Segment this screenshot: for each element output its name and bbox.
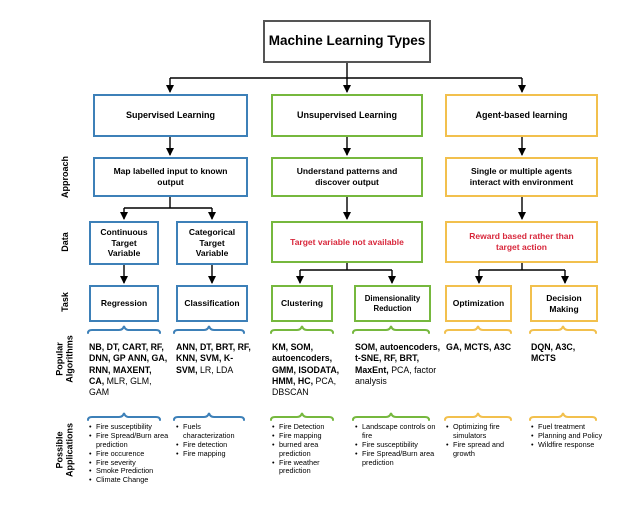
data-continuous-text: Continuous Target Variable — [100, 227, 148, 259]
approach-agent-text: Single or multiple agents interact with … — [469, 166, 574, 187]
algorithms-clustering: KM, SOM, autoencoders, GMM, ISODATA, HMM… — [272, 342, 348, 398]
applications-classification: Fuels characterization Fire detection Fi… — [176, 422, 252, 459]
applications-clustering: Fire Detection Fire mapping burned area … — [272, 422, 346, 477]
title-box: Machine Learning Types — [263, 20, 431, 63]
list-item: Fire occurence — [89, 449, 171, 459]
list-item: Fire severity — [89, 458, 171, 468]
algorithms-dimensionality-bold: SOM, autoencoders, t-SNE, RF, BRT, MaxEn… — [355, 342, 441, 375]
algorithms-classification: ANN, DT, BRT, RF, KNN, SVM, K-SVM, LR, L… — [176, 342, 254, 376]
applications-dimensionality: Landscape controls on fire Fire suscepti… — [355, 422, 437, 468]
unsupervised-learning-label: Unsupervised Learning — [296, 109, 398, 120]
task-optimization-box: Optimization — [445, 285, 512, 322]
list-item: Fire Spread/Burn area prediction — [355, 449, 437, 468]
algorithms-classification-normal: LR, LDA — [199, 364, 234, 375]
agent-based-learning-label: Agent-based learning — [475, 109, 568, 120]
list-item: Fire weather prediction — [272, 458, 346, 477]
task-optimization-text: Optimization — [452, 298, 505, 309]
page-title: Machine Learning Types — [268, 33, 426, 49]
brace-optimization-applications — [444, 412, 512, 421]
brace-classification-algorithms — [173, 325, 245, 334]
algorithms-optimization-text: GA, MCTS, A3C — [446, 342, 512, 352]
connector-unsupervised-split — [300, 263, 392, 271]
algorithms-clustering-bold: KM, SOM, autoencoders, GMM, ISODATA, HMM… — [272, 342, 340, 386]
algorithms-regression-normal: MLR, GLM, GAM — [89, 375, 152, 397]
task-regression-box: Regression — [89, 285, 159, 322]
list-item: Fuels characterization — [176, 422, 252, 441]
list-item: Landscape controls on fire — [355, 422, 437, 441]
approach-supervised-box: Map labelled input to known output — [93, 157, 248, 197]
task-regression-text: Regression — [100, 298, 148, 309]
list-item: Fire Detection — [272, 422, 346, 432]
brace-clustering-applications — [270, 412, 334, 421]
applications-optimization: Optimizing fire simulators Fire spread a… — [446, 422, 522, 459]
list-item: Fire susceptibility — [89, 422, 171, 432]
data-categorical-text: Categorical Target Variable — [188, 227, 236, 259]
supervised-learning-box: Supervised Learning — [93, 94, 248, 137]
algorithms-optimization: GA, MCTS, A3C — [446, 342, 526, 353]
list-item: Fire mapping — [176, 449, 252, 459]
brace-classification-applications — [173, 412, 245, 421]
algorithms-regression: NB, DT, CART, RF, DNN, GP ANN, GA, RNN, … — [89, 342, 169, 398]
data-agent-text: Reward based rather than target action — [469, 231, 574, 252]
data-unsupervised-box: Target variable not available — [271, 221, 423, 263]
task-dimensionality-box: Dimensionality Reduction — [354, 285, 431, 322]
list-item: Planning and Policy — [531, 431, 611, 441]
approach-unsupervised-text: Understand patterns and discover output — [296, 166, 398, 187]
brace-optimization-algorithms — [444, 325, 512, 334]
algorithms-decision-text: DQN, A3C, MCTS — [531, 342, 576, 364]
approach-unsupervised-box: Understand patterns and discover output — [271, 157, 423, 197]
task-decision-box: Decision Making — [530, 285, 598, 322]
task-clustering-box: Clustering — [271, 285, 333, 322]
data-agent-box: Reward based rather than target action — [445, 221, 598, 263]
list-item: Fire Spread/Burn area prediction — [89, 431, 171, 450]
brace-decision-algorithms — [529, 325, 597, 334]
list-item: Fire spread and growth — [446, 440, 522, 459]
list-item: Wildfire response — [531, 440, 611, 450]
task-classification-box: Classification — [176, 285, 248, 322]
list-item: Fire detection — [176, 440, 252, 450]
brace-clustering-algorithms — [270, 325, 334, 334]
algorithms-classification-bold: ANN, DT, BRT, RF, KNN, SVM, K-SVM, — [176, 342, 251, 375]
connector-agent-split — [479, 263, 565, 271]
task-decision-text: Decision Making — [546, 292, 582, 314]
algorithms-clustering-normal: PCA, DBSCAN — [272, 375, 337, 397]
algorithms-dimensionality: SOM, autoencoders, t-SNE, RF, BRT, MaxEn… — [355, 342, 441, 387]
row-label-data: Data — [59, 232, 70, 252]
data-unsupervised-text: Target variable not available — [290, 236, 404, 247]
algorithms-regression-bold: NB, DT, CART, RF, DNN, GP ANN, GA, RNN, … — [89, 342, 168, 386]
brace-dimensionality-applications — [352, 412, 430, 421]
applications-regression: Fire susceptibility Fire Spread/Burn are… — [89, 422, 171, 485]
data-continuous-box: Continuous Target Variable — [89, 221, 159, 265]
brace-dimensionality-algorithms — [352, 325, 430, 334]
row-label-task: Task — [59, 292, 70, 312]
connector-supervised-split — [124, 197, 212, 209]
task-classification-text: Classification — [184, 298, 240, 309]
list-item: burned area prediction — [272, 440, 346, 459]
list-item: Optimizing fire simulators — [446, 422, 522, 441]
list-item: Fuel treatment — [531, 422, 611, 432]
task-clustering-text: Clustering — [280, 298, 324, 309]
brace-regression-algorithms — [87, 325, 161, 334]
brace-decision-applications — [529, 412, 597, 421]
list-item: Fire susceptibility — [355, 440, 437, 450]
algorithms-dimensionality-normal: PCA, factor analysis — [355, 364, 437, 386]
row-label-approach: Approach — [59, 155, 70, 199]
unsupervised-learning-box: Unsupervised Learning — [271, 94, 423, 137]
brace-regression-applications — [87, 412, 161, 421]
approach-supervised-text: Map labelled input to known output — [113, 166, 228, 187]
list-item: Smoke Prediction — [89, 467, 171, 477]
applications-decision: Fuel treatment Planning and Policy Wildf… — [531, 422, 611, 450]
algorithms-decision: DQN, A3C, MCTS — [531, 342, 591, 365]
approach-agent-box: Single or multiple agents interact with … — [445, 157, 598, 197]
agent-based-learning-box: Agent-based learning — [445, 94, 598, 137]
list-item: Climate Change — [89, 475, 171, 485]
supervised-learning-label: Supervised Learning — [125, 109, 216, 120]
task-dimensionality-text: Dimensionality Reduction — [364, 293, 421, 313]
data-categorical-box: Categorical Target Variable — [176, 221, 248, 265]
list-item: Fire mapping — [272, 431, 346, 441]
